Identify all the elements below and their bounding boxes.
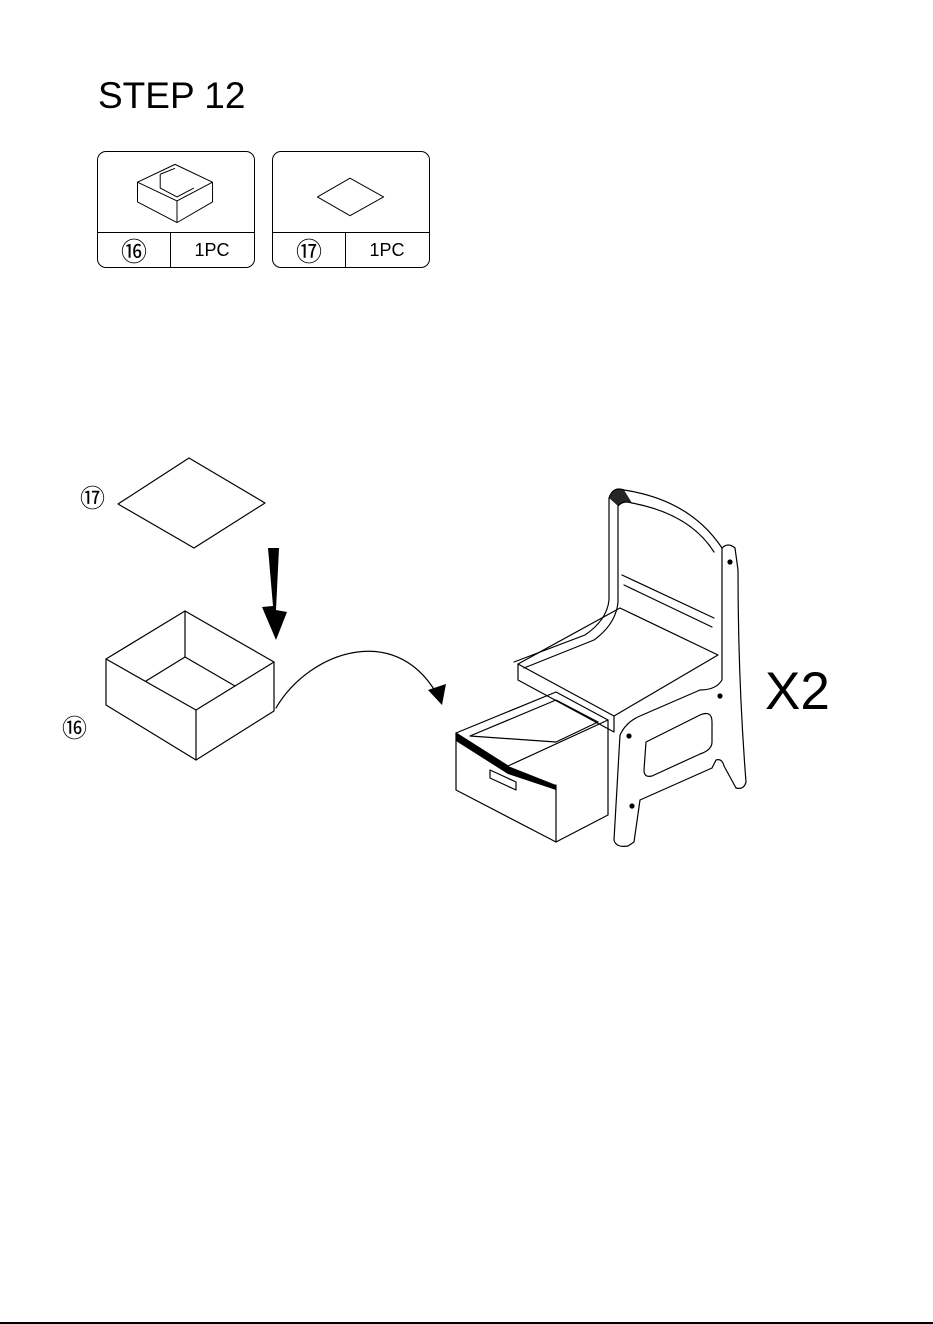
box-16-drawing (106, 611, 274, 760)
chair-drawing (456, 489, 746, 846)
curved-arrow (276, 651, 440, 708)
down-arrow (262, 548, 287, 640)
quantity-multiplier: X2 (765, 662, 830, 722)
panel-17-drawing (118, 458, 265, 548)
curved-arrow-head (428, 684, 446, 705)
box-16-callout: ⑯ (62, 715, 87, 743)
panel-17-callout: ⑰ (80, 485, 105, 513)
